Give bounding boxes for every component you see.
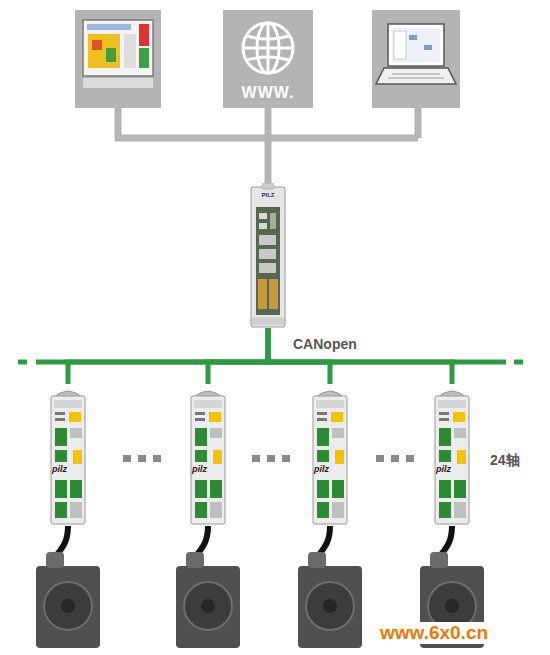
hmi-block — [139, 24, 149, 46]
hmi-block — [92, 40, 102, 50]
hmi-block — [124, 34, 136, 68]
ellipsis-marks — [123, 455, 414, 462]
laptop-window — [424, 45, 432, 50]
web-label: WWW. — [242, 84, 295, 102]
laptop-keys — [392, 74, 440, 75]
drive-housing — [311, 384, 349, 526]
canopen-link — [208, 328, 268, 384]
laptop-display — [392, 28, 440, 62]
brand-logo: pilz — [192, 464, 207, 475]
hmi-bezel — [83, 78, 153, 88]
drive-housing — [49, 384, 87, 526]
laptop-window — [409, 35, 417, 40]
drive-housing — [433, 384, 471, 526]
drive-housing — [189, 384, 227, 526]
brand-logo: pilz — [52, 464, 67, 475]
hmi-frame — [75, 10, 161, 108]
brand-logo: pilz — [314, 464, 329, 475]
hmi-bar — [87, 24, 131, 30]
servo-drive: pilz — [189, 384, 227, 526]
laptop-screen — [388, 24, 444, 66]
watermark: www.6x0.cn — [378, 622, 490, 644]
servo-drive: pilz — [311, 384, 349, 526]
bus-label: CANopen — [293, 336, 357, 352]
brand-logo: PILZ — [262, 192, 275, 199]
laptop-frame — [372, 10, 460, 108]
hmi-block — [106, 48, 116, 62]
laptop-base — [376, 68, 456, 84]
canopen-link — [68, 328, 268, 384]
bus-end — [18, 360, 27, 365]
laptop-window — [394, 31, 406, 59]
motion-controller: PILZ — [250, 183, 286, 328]
hmi-screen — [83, 20, 153, 76]
controller-housing — [250, 183, 286, 328]
hmi-block — [139, 48, 149, 68]
canopen-link — [268, 328, 452, 384]
bus-end — [514, 360, 523, 365]
servo-drive: pilz — [49, 384, 87, 526]
servo-drive: pilz — [433, 384, 471, 526]
web-box: WWW. — [223, 10, 313, 108]
laptop-keys — [388, 78, 444, 79]
axis-count: 24轴 — [490, 452, 520, 470]
brand-logo: pilz — [436, 464, 451, 475]
network-link — [265, 108, 272, 183]
hmi-block — [88, 34, 120, 68]
